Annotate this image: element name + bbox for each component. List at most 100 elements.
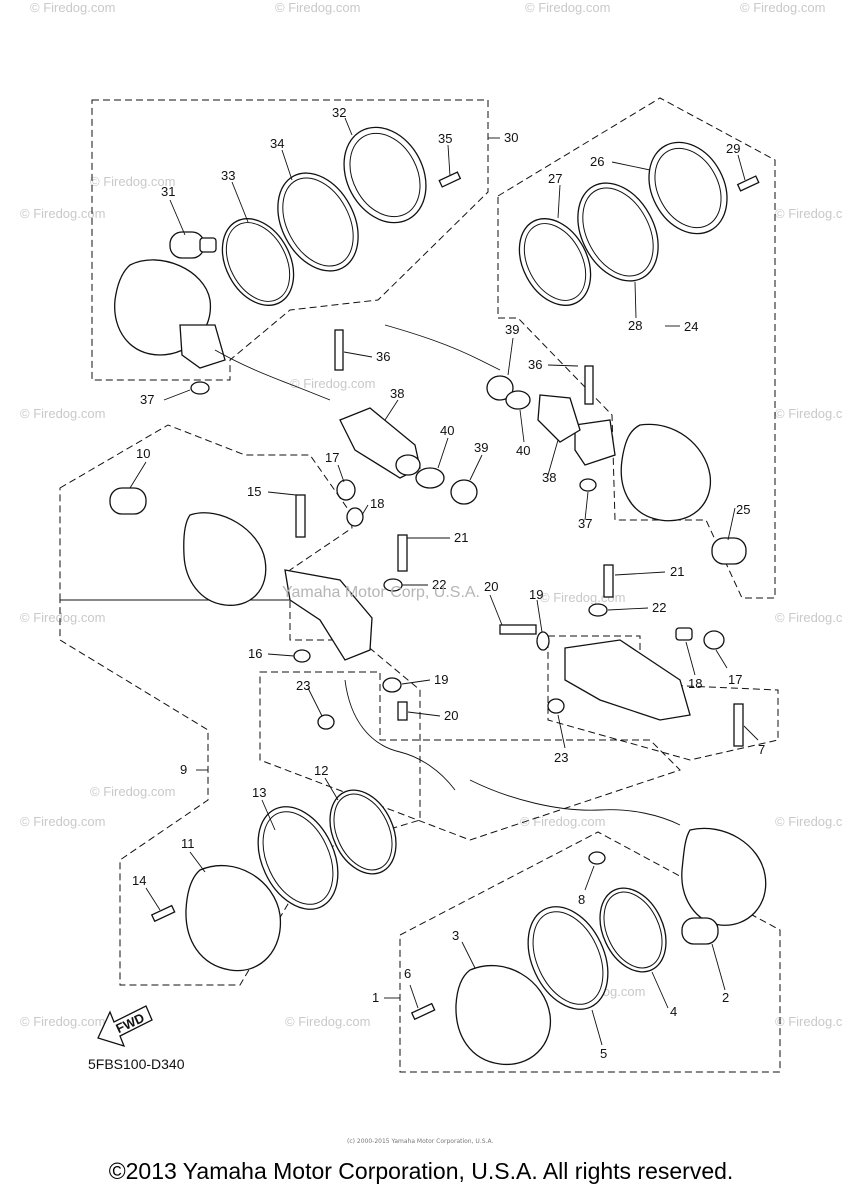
group-outline-1 — [399, 831, 781, 1073]
lens-26-inner — [654, 147, 722, 229]
center-watermark: Yamaha Motor Corp, U.S.A. — [282, 584, 480, 601]
group-outline-middle — [259, 671, 681, 841]
callout-17-right: 17 — [728, 672, 742, 687]
leader — [469, 454, 483, 481]
leader — [611, 161, 651, 171]
callout-17-left: 17 — [325, 450, 339, 465]
watermark: © Firedog.com — [285, 1014, 370, 1029]
watermark: © Firedog.com — [775, 814, 842, 829]
assembly-30 — [114, 126, 462, 401]
leader — [547, 439, 559, 476]
rim-28 — [577, 182, 659, 282]
stay-38-right — [537, 394, 581, 443]
washer-22-right — [588, 603, 608, 617]
leader — [231, 181, 249, 223]
bolt-15 — [295, 494, 306, 538]
wire-lead-right — [384, 324, 501, 371]
callout-12: 12 — [314, 763, 328, 778]
leader — [437, 437, 449, 469]
screw-35 — [438, 171, 462, 188]
leader — [557, 184, 561, 219]
group-outline-24 — [497, 97, 776, 599]
leader — [337, 464, 345, 483]
watermark-layer: © Firedog.com © Firedog.com © Firedog.co… — [20, 0, 842, 1029]
callout-19-left: 19 — [434, 672, 448, 687]
leader — [584, 865, 595, 891]
leader — [607, 607, 649, 611]
watermark: © Firedog.com — [775, 406, 842, 421]
callout-34: 34 — [270, 136, 284, 151]
callout-38-left: 38 — [390, 386, 404, 401]
watermark: © Firedog.com — [275, 0, 360, 15]
leader — [401, 679, 431, 685]
callout-11: 11 — [181, 836, 195, 851]
nut-16 — [293, 649, 311, 663]
watermark: © Firedog.com — [20, 1014, 105, 1029]
lens-11 — [185, 864, 282, 972]
leader — [129, 461, 147, 489]
leader — [711, 943, 726, 991]
bolt-20-right — [499, 624, 537, 635]
leader — [407, 711, 441, 717]
rim-5-inner — [532, 911, 604, 1005]
bushing-18-left — [346, 507, 364, 527]
bulb-10 — [109, 487, 147, 515]
callout-18-right: 18 — [688, 676, 702, 691]
callout-37-left: 37 — [140, 392, 154, 407]
lens-housing-10 — [183, 512, 267, 606]
copyright-footer: ©2013 Yamaha Motor Corporation, U.S.A. A… — [108, 1158, 734, 1184]
callout-6: 6 — [404, 966, 411, 981]
lens-3 — [455, 964, 552, 1066]
watermark: © Firedog.com — [740, 0, 825, 15]
rim-34-inner — [282, 177, 354, 267]
rim-13-inner — [262, 811, 334, 905]
stay-mount — [179, 324, 226, 369]
washer-40-right — [505, 390, 531, 410]
seal-12 — [329, 789, 397, 875]
callout-20-left: 20 — [444, 708, 458, 723]
bolt-21-right — [603, 564, 614, 598]
callout-7: 7 — [758, 742, 765, 757]
nut-37 — [190, 381, 210, 395]
callout-39-right: 39 — [474, 440, 488, 455]
washer-40-left — [415, 467, 445, 489]
leader — [267, 491, 297, 496]
watermark: © Firedog.com — [20, 406, 105, 421]
watermark: © Firedog.com — [20, 206, 105, 221]
rim-28-inner — [582, 187, 654, 277]
callout-15: 15 — [247, 484, 261, 499]
callout-4: 4 — [670, 1004, 677, 1019]
rim-34 — [277, 172, 359, 272]
callout-36-right: 36 — [528, 357, 542, 372]
washer-19-left — [382, 677, 402, 693]
collar-17-left — [336, 479, 356, 501]
leader — [651, 971, 669, 1009]
callout-8: 8 — [578, 892, 585, 907]
screw-29 — [736, 175, 760, 192]
callout-29: 29 — [726, 141, 740, 156]
callout-1: 1 — [372, 990, 379, 1005]
watermark: © Firedog.com — [520, 814, 605, 829]
callout-35: 35 — [438, 131, 452, 146]
callout-31: 31 — [161, 184, 175, 199]
bolt-20-left — [397, 701, 408, 721]
assembly-24 — [384, 141, 760, 565]
bushing-18-right — [675, 627, 693, 641]
leader — [409, 984, 419, 1009]
damper-39-right — [486, 375, 514, 401]
middle-brackets — [109, 487, 744, 826]
rim-5 — [527, 906, 609, 1010]
collar-17-right — [703, 630, 725, 650]
bulb-base-31 — [199, 237, 217, 253]
leader — [715, 649, 728, 669]
seal-27-inner — [523, 223, 587, 301]
nut-23-right — [547, 698, 565, 714]
callout-38-right: 38 — [542, 470, 556, 485]
callout-32: 32 — [332, 105, 346, 120]
leader — [584, 491, 589, 521]
lens-32 — [343, 126, 427, 224]
callout-10: 10 — [136, 446, 150, 461]
callout-22-left: 22 — [432, 577, 446, 592]
fwd-label: FWD — [113, 1010, 146, 1036]
lens-26 — [648, 141, 728, 235]
